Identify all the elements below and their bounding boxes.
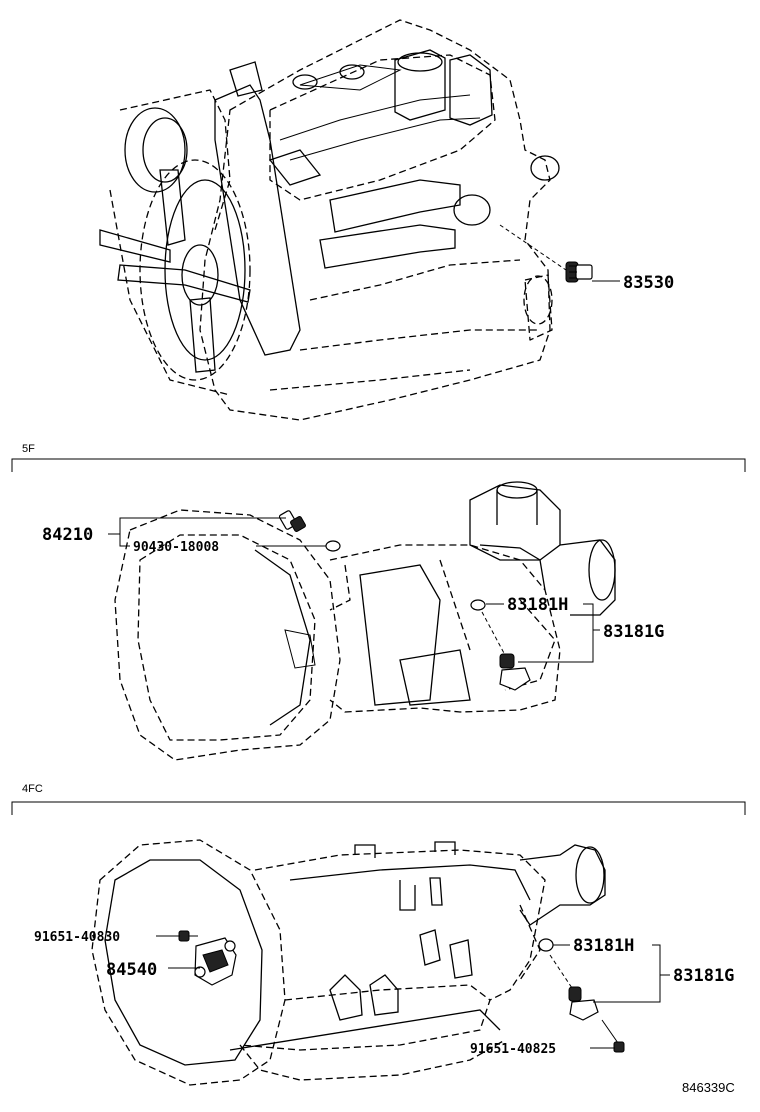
label-83181g-5f: 83181G <box>603 622 664 642</box>
label-83530: 83530 <box>623 273 674 293</box>
label-83181h-5f: 83181H <box>507 595 568 615</box>
leaders-4fc <box>156 935 670 1049</box>
label-91651-40830: 91651-40830 <box>34 930 120 945</box>
bolt-91651-40825 <box>601 1019 625 1053</box>
label-83181h-4fc: 83181H <box>573 936 634 956</box>
section-bracket-4fc <box>11 801 746 815</box>
automatic-transmission-illustration <box>91 839 625 1086</box>
engine-illustration <box>99 19 620 421</box>
sensor-83181g-5f <box>499 653 531 691</box>
section-label-4fc: 4FC <box>22 783 43 795</box>
bolt-91651-40830 <box>178 930 198 942</box>
sender-83530 <box>565 261 593 283</box>
manual-transmission-illustration <box>114 481 616 761</box>
switch-84210 <box>278 510 306 532</box>
label-90430-18008: 90430-18008 <box>133 540 219 555</box>
seal-83181h-4fc <box>538 938 554 952</box>
section-bracket-5f <box>11 458 746 472</box>
leaders-5f <box>108 517 600 663</box>
label-84210: 84210 <box>42 525 93 545</box>
seal-83181h-5f <box>470 599 486 611</box>
switch-84540 <box>194 937 237 986</box>
figure-code: 846339C <box>682 1080 735 1095</box>
section-label-5f: 5F <box>22 443 35 455</box>
label-83181g-4fc: 83181G <box>673 966 734 986</box>
label-84540: 84540 <box>106 960 157 980</box>
gasket-90430-18008 <box>325 540 341 552</box>
sensor-83181g-4fc <box>568 986 599 1021</box>
label-91651-40825: 91651-40825 <box>470 1042 556 1057</box>
